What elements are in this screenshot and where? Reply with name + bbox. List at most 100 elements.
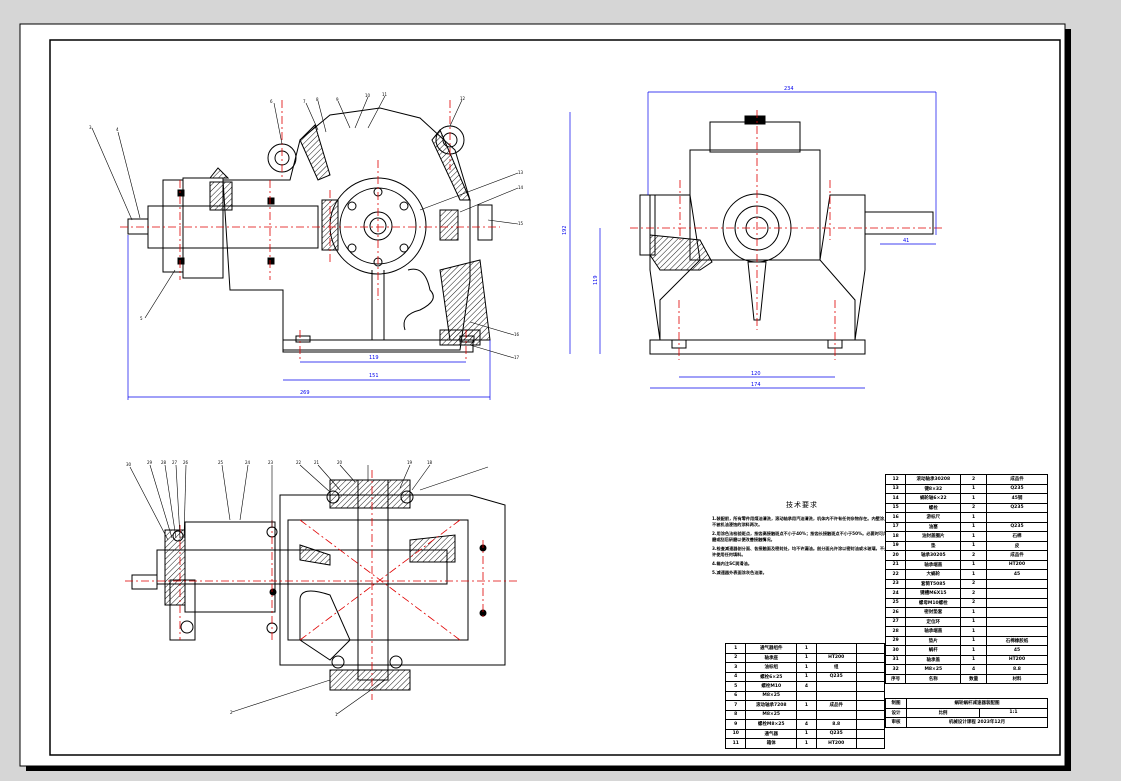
bom-cell-no: 1 xyxy=(724,643,747,654)
dim-front-2: 151 xyxy=(369,373,379,379)
bom-cell-material xyxy=(855,700,886,711)
bom-cell-name: 键槽M6X15 xyxy=(905,588,962,599)
bom-cell-no: 15 xyxy=(884,502,907,513)
bom-cell-qty: 1 xyxy=(960,654,987,665)
bom-cell-qty xyxy=(796,709,817,720)
bom-cell-qty: 1 xyxy=(960,635,987,646)
balloon-front-6: 6 xyxy=(270,99,273,104)
dim-side-5: 120 xyxy=(751,371,761,377)
bom-cell-name: 轴承座 xyxy=(745,652,798,663)
front-view-leaders xyxy=(91,95,519,359)
bom-cell-qty: 1 xyxy=(960,616,987,627)
title-block-school: 机械设计课程 2023年12月 xyxy=(906,717,1048,728)
bom-header-material: 材料 xyxy=(985,673,1049,684)
title-block-scale-value: 1:1 xyxy=(978,707,1049,718)
bom-cell-name: 通气器 xyxy=(745,728,798,739)
bom-cell-name: 螺母M10螺栓 xyxy=(905,597,962,608)
bom-cell-spec: HT200 xyxy=(815,738,857,749)
bom-cell-name: 游标尺 xyxy=(905,512,962,523)
dim-front-1: 119 xyxy=(369,355,379,361)
bom-cell-material: Q235 xyxy=(985,502,1049,513)
bom-header-qty: 数量 xyxy=(960,673,987,684)
bom-cell-name: 油标组 xyxy=(745,662,798,673)
bom-cell-name: 通气器组件 xyxy=(745,643,798,654)
balloon-top-22: 22 xyxy=(296,460,302,465)
bom-cell-material: 成品件 xyxy=(985,550,1049,561)
bom-cell-material xyxy=(855,643,886,654)
side-view-dimensions xyxy=(569,91,937,389)
dim-side-3: 119 xyxy=(593,275,599,285)
balloon-top-18: 18 xyxy=(427,460,433,465)
bom-cell-qty: 1 xyxy=(796,728,817,739)
balloon-top-30: 30 xyxy=(126,462,132,467)
bom-cell-no: 19 xyxy=(884,540,907,551)
bom-header-name: 名称 xyxy=(905,673,962,684)
bom-cell-no: 29 xyxy=(884,635,907,646)
bom-cell-qty: 1 xyxy=(960,645,987,656)
balloon-top-23: 23 xyxy=(268,460,274,465)
bom-cell-material xyxy=(985,607,1049,618)
bom-cell-qty: 1 xyxy=(796,671,817,682)
bom-cell-no: 12 xyxy=(884,474,907,485)
bom-cell-no: 20 xyxy=(884,550,907,561)
bom-cell-no: 30 xyxy=(884,645,907,656)
bom-cell-name: 键8×32 xyxy=(905,483,962,494)
bom-cell-name: 螺栓M10 xyxy=(745,681,798,692)
bom-cell-no: 8 xyxy=(724,709,747,720)
bom-cell-material xyxy=(855,652,886,663)
title-block-scale-label: 比例 xyxy=(906,707,980,718)
front-view xyxy=(127,107,493,353)
bom-cell-qty: 2 xyxy=(960,502,987,513)
balloon-front-9: 9 xyxy=(336,97,339,102)
bom-cell-name: 套筒T5085 xyxy=(905,578,962,589)
bom-cell-qty: 1 xyxy=(960,521,987,532)
bom-cell-no: 32 xyxy=(884,664,907,675)
top-view-leaders xyxy=(129,464,489,715)
bom-cell-name: 轴承端盖 xyxy=(905,559,962,570)
front-view-dimensions xyxy=(127,235,491,400)
bom-cell-material xyxy=(985,512,1049,523)
bom-cell-qty: 1 xyxy=(796,643,817,654)
bom-header-no: 序号 xyxy=(884,673,907,684)
bom-cell-qty: 2 xyxy=(960,588,987,599)
bom-cell-no: 14 xyxy=(884,493,907,504)
bom-cell-name: 油塞 xyxy=(905,521,962,532)
bom-cell-qty: 1 xyxy=(960,607,987,618)
bom-cell-no: 23 xyxy=(884,578,907,589)
bom-cell-material xyxy=(855,728,886,739)
bom-cell-no: 28 xyxy=(884,626,907,637)
technical-requirements: 技术要求 1.装配前，所有零件用煤油清洗，滚动轴承用汽油清洗，机体内不许有任何杂… xyxy=(712,500,892,579)
bom-cell-no: 4 xyxy=(724,671,747,682)
bom-cell-no: 2 xyxy=(724,652,747,663)
bom-cell-no: 24 xyxy=(884,588,907,599)
bom-cell-material: 成品件 xyxy=(985,474,1049,485)
bom-cell-no: 21 xyxy=(884,559,907,570)
bom-cell-material xyxy=(985,626,1049,637)
bom-cell-qty: 1 xyxy=(796,652,817,663)
balloon-top-21: 21 xyxy=(314,460,320,465)
balloon-front-5: 5 xyxy=(140,316,143,321)
tech-note-3: 3.检查减速器剖分面、各接触面及密封处，均不许漏油。剖分面允许涂以密封油或水玻璃… xyxy=(712,546,889,557)
bom-cell-spec: 成品件 xyxy=(815,700,857,711)
bom-cell-no: 17 xyxy=(884,521,907,532)
bom-cell-qty: 1 xyxy=(960,569,987,580)
balloon-top-25: 25 xyxy=(218,460,224,465)
bom-cell-name: 密封垫套 xyxy=(905,607,962,618)
bom-cell-name: 大蜗轮 xyxy=(905,569,962,580)
balloon-front-12: 12 xyxy=(460,96,466,101)
title-block-drawing-name: 蜗轮蜗杆减速器装配图 xyxy=(906,698,1048,709)
bom-cell-qty: 2 xyxy=(960,578,987,589)
bom-cell-qty: 2 xyxy=(960,474,987,485)
bom-cell-no: 26 xyxy=(884,607,907,618)
